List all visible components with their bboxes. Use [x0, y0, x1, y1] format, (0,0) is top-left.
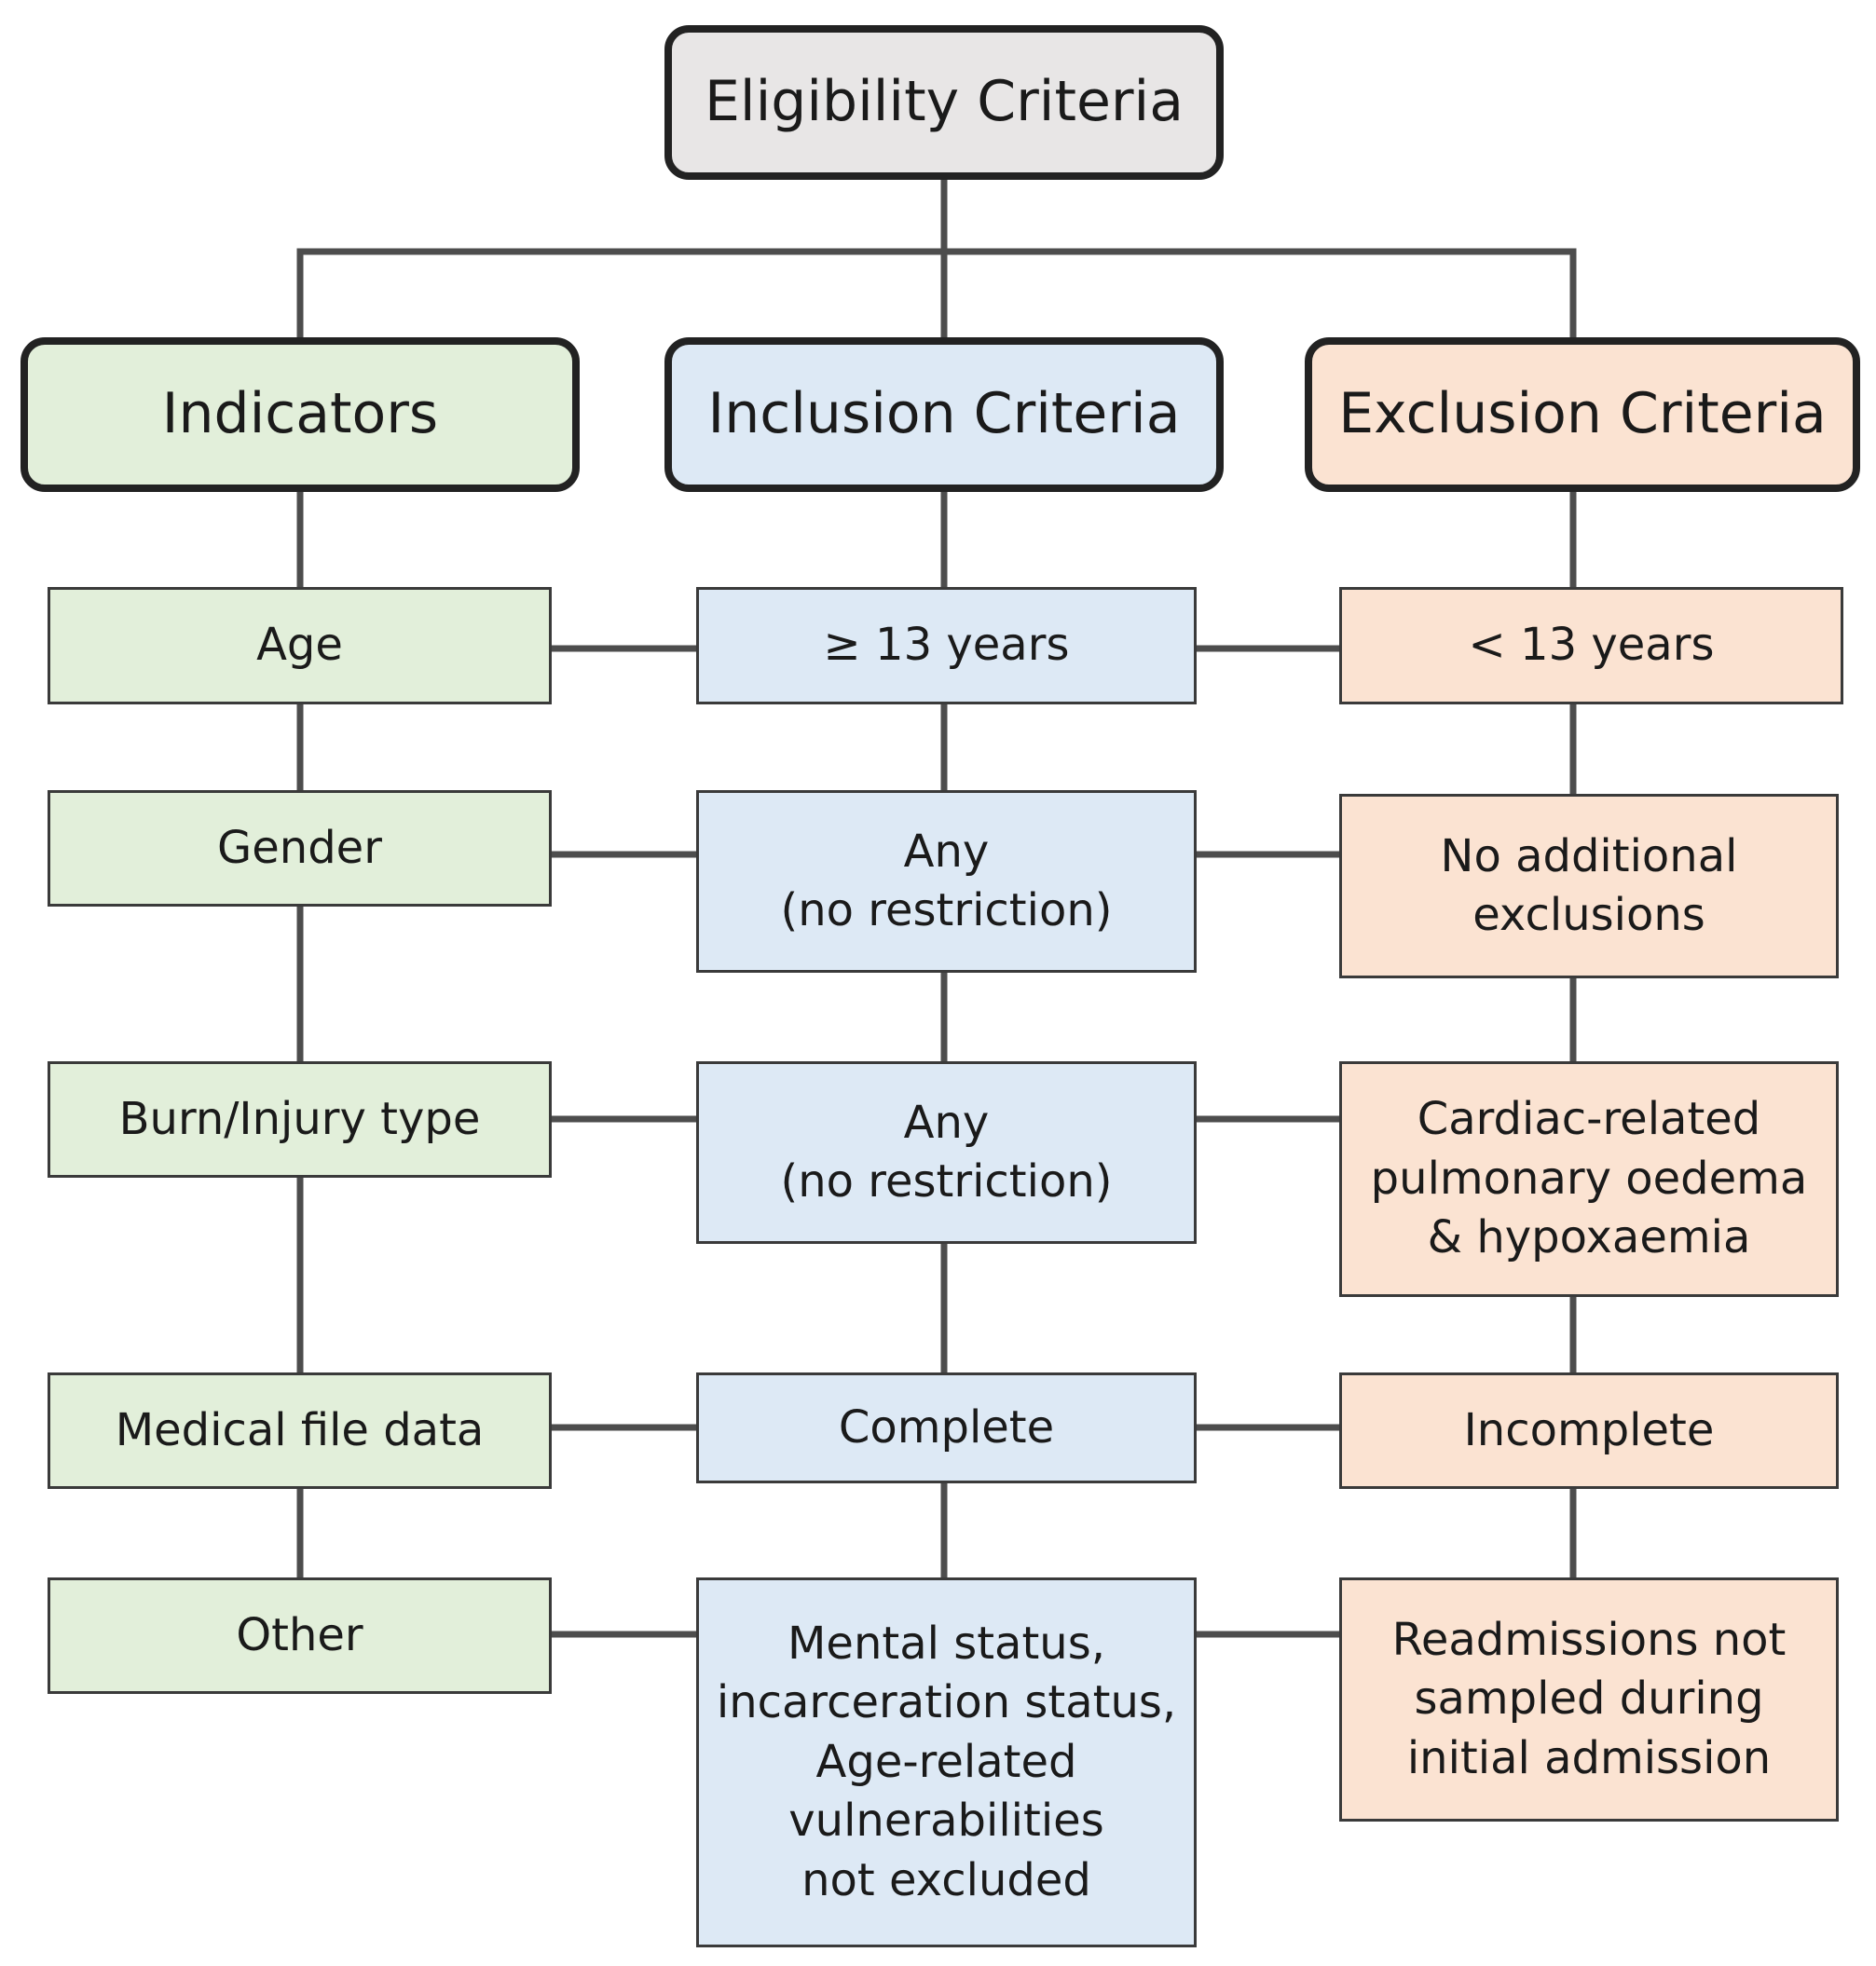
- inclusion-age-box: ≥ 13 years: [696, 587, 1197, 704]
- exclusion-other-label: Readmissions not sampled during initial …: [1391, 1613, 1787, 1784]
- inclusion-medical-file-box: Complete: [696, 1372, 1197, 1483]
- inclusion-gender-label: Any (no restriction): [780, 825, 1113, 936]
- inclusion-gender-box: Any (no restriction): [696, 790, 1197, 973]
- inclusion-other-label: Mental status, incarceration status, Age…: [716, 1618, 1177, 1906]
- indicator-other-box: Other: [48, 1577, 552, 1694]
- indicator-medical-file-label: Medical file data: [115, 1403, 485, 1456]
- indicator-gender-box: Gender: [48, 790, 552, 907]
- indicators-header-box: Indicators: [21, 337, 580, 492]
- inclusion-age-label: ≥ 13 years: [823, 619, 1070, 672]
- exclusion-burn-injury-label: Cardiac-related pulmonary oedema & hypox…: [1370, 1093, 1808, 1264]
- exclusion-header: Exclusion Criteria: [1338, 381, 1827, 447]
- inclusion-header: Inclusion Criteria: [707, 381, 1181, 447]
- exclusion-age-box: < 13 years: [1339, 587, 1843, 704]
- exclusion-age-label: < 13 years: [1468, 619, 1715, 672]
- eligibility-criteria-box: Eligibility Criteria: [664, 25, 1224, 180]
- indicator-age-box: Age: [48, 587, 552, 704]
- indicator-burn-injury-label: Burn/Injury type: [118, 1092, 481, 1145]
- exclusion-medical-file-box: Incomplete: [1339, 1372, 1839, 1489]
- inclusion-header-box: Inclusion Criteria: [664, 337, 1224, 492]
- inclusion-burn-injury-label: Any (no restriction): [780, 1096, 1113, 1208]
- inclusion-burn-injury-box: Any (no restriction): [696, 1061, 1197, 1244]
- exclusion-gender-box: No additional exclusions: [1339, 794, 1839, 978]
- indicator-other-label: Other: [236, 1608, 363, 1661]
- inclusion-other-box: Mental status, incarceration status, Age…: [696, 1577, 1197, 1947]
- exclusion-burn-injury-box: Cardiac-related pulmonary oedema & hypox…: [1339, 1061, 1839, 1297]
- exclusion-header-box: Exclusion Criteria: [1305, 337, 1860, 492]
- indicator-age-label: Age: [256, 619, 343, 672]
- eligibility-criteria-title: Eligibility Criteria: [705, 69, 1184, 135]
- exclusion-gender-label: No additional exclusions: [1440, 829, 1738, 941]
- indicator-gender-label: Gender: [217, 821, 382, 874]
- exclusion-other-box: Readmissions not sampled during initial …: [1339, 1577, 1839, 1822]
- inclusion-medical-file-label: Complete: [838, 1400, 1055, 1454]
- exclusion-medical-file-label: Incomplete: [1463, 1403, 1715, 1456]
- indicator-medical-file-box: Medical file data: [48, 1372, 552, 1489]
- indicators-header: Indicators: [161, 381, 439, 447]
- indicator-burn-injury-box: Burn/Injury type: [48, 1061, 552, 1178]
